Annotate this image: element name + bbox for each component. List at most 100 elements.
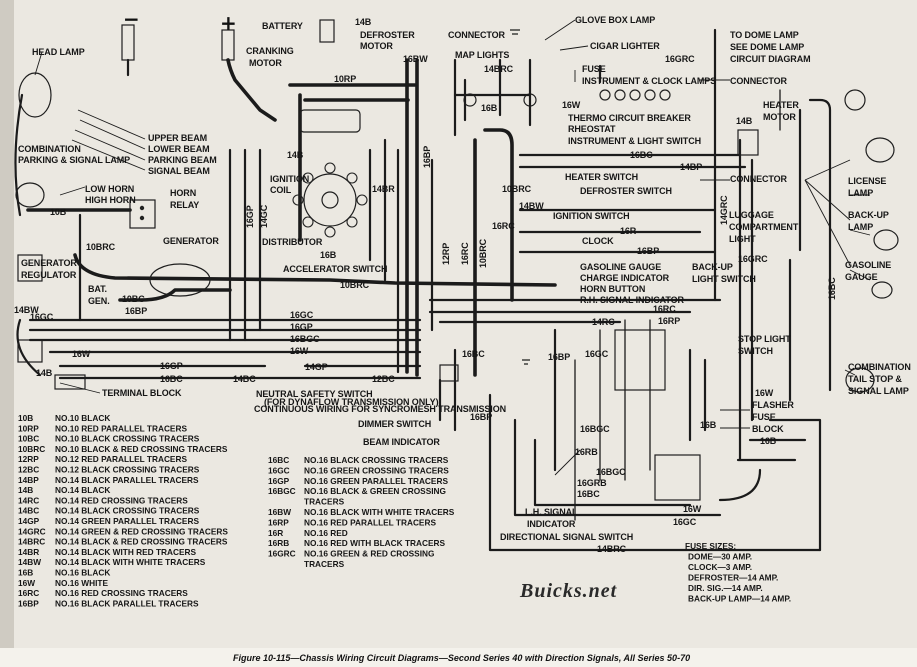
label-14bw-left: 14BW [14, 305, 39, 315]
label-horn-relay-1: HORN [170, 188, 196, 198]
legend-code: 14GP [18, 516, 40, 526]
label-14b-top: 14B [355, 17, 372, 27]
label-connector-right: CONNECTOR [730, 76, 788, 86]
label-ignition-switch: IGNITION SWITCH [553, 211, 630, 221]
label-battery: BATTERY [262, 21, 303, 31]
instrument-lamps [599, 89, 671, 101]
label-lh-signal-2: INDICATOR [527, 519, 576, 529]
legend-description: NO.10 RED PARALLEL TRACERS [55, 423, 187, 433]
label-10bc: 10BC [122, 294, 145, 304]
relay-terminal-2 [139, 215, 145, 221]
fuse-sizes-table: FUSE SIZES:DOME—30 AMP.CLOCK—3 AMP.DEFRO… [685, 541, 791, 604]
label-high-horn: HIGH HORN [85, 195, 136, 205]
label-generator-regulator-2: REGULATOR [21, 270, 77, 280]
label-16gp-vertical: 16GP [245, 205, 255, 228]
legend-description: NO.16 RED WITH BLACK TRACERS [304, 538, 446, 548]
label-flasher: FLASHER [752, 400, 794, 410]
legend-description: NO.14 BLACK PARALLEL TRACERS [55, 475, 199, 485]
label-heater-motor-2: MOTOR [763, 112, 796, 122]
legend-description: NO.16 BLACK CROSSING TRACERS [304, 455, 449, 465]
label-distributor: DISTRIBUTOR [262, 237, 323, 247]
label-fuse-right: FUSE [752, 412, 776, 422]
label-14b-heater: 14B [736, 116, 753, 126]
label-16w-top: 16W [562, 100, 581, 110]
label-14bp-mid: 14BP [680, 162, 702, 172]
legend-description: NO.16 RED [304, 528, 348, 538]
label-gasoline-gauge-connector: GASOLINE GAUGE [580, 262, 661, 272]
label-terminal-block: TERMINAL BLOCK [102, 388, 182, 398]
terminal-block [54, 374, 86, 390]
legend-description: NO.16 GREEN & RED CROSSING [304, 549, 434, 559]
label-low-horn: LOW HORN [85, 184, 134, 194]
label-cigar-lighter: CIGAR LIGHTER [590, 41, 660, 51]
legend-code: 10RP [18, 423, 39, 433]
label-10rp-top: 10RP [334, 74, 356, 84]
ground-symbol-2 [510, 29, 520, 35]
label-16bgc-horizontal: 16BGC [290, 334, 320, 344]
label-block: BLOCK [752, 424, 784, 434]
legend-description: NO.16 GREEN PARALLEL TRACERS [304, 476, 448, 486]
legend-code: 14GRC [18, 526, 46, 536]
label-16b-map: 16B [481, 103, 498, 113]
label-circuit-diagram: CIRCUIT DIAGRAM [730, 54, 811, 64]
legend-code: 14BP [18, 475, 39, 485]
legend-description: NO.16 WHITE [55, 578, 108, 588]
label-generator-regulator-1: GENERATOR [21, 258, 77, 268]
fuse-sizes-heading: FUSE SIZES: [685, 541, 736, 551]
legend-description: NO.14 BLACK WITH WHITE TRACERS [55, 557, 206, 567]
license-lamp-right [865, 137, 895, 163]
gasoline-gauge-unit [871, 281, 893, 299]
legend-code: 14RC [18, 495, 39, 505]
label-generator: GENERATOR [163, 236, 219, 246]
label-16bp-left: 16BP [125, 306, 147, 316]
label-connector-mid: CONNECTOR [730, 174, 788, 184]
label-directional-signal-switch: DIRECTIONAL SIGNAL SWITCH [500, 532, 633, 542]
legend-description: NO.12 BLACK CROSSING TRACERS [55, 465, 200, 475]
left-signal-lamp [17, 339, 43, 363]
legend-code: 14BC [18, 506, 39, 516]
label-14grc-vertical: 14GRC [719, 195, 729, 225]
legend-code: 16RC [18, 588, 39, 598]
label-stop-light-switch-2: SWITCH [738, 346, 773, 356]
label-combination-tail-3: SIGNAL LAMP [848, 386, 909, 396]
watermark: Buicks.net [519, 580, 618, 602]
legend-code: 16GC [268, 465, 290, 475]
label-16bc-right: 16BC [827, 277, 837, 300]
legend-code: 16BW [268, 507, 291, 517]
legend-description: NO.16 BLACK WITH WHITE TRACERS [304, 507, 455, 517]
label-16rb: 16RB [575, 447, 598, 457]
label-16rp-right: 16RP [658, 316, 680, 326]
label-16rc-vertical-2: 16RC [492, 221, 515, 231]
label-luggage-1: LUGGAGE [729, 210, 774, 220]
label-gasoline-gauge-2: GAUGE [845, 272, 878, 282]
label-16bw-top: 16BW [403, 54, 428, 64]
ground-symbol [522, 359, 530, 365]
combination-parking-lamp [15, 182, 45, 208]
label-heater-switch: HEATER SWITCH [565, 172, 638, 182]
label-10brc-left: 10BRC [86, 242, 116, 252]
legend-code: 16RP [268, 517, 289, 527]
legend-description: NO.14 BLACK WITH RED TRACERS [55, 547, 197, 557]
label-luggage-2: COMPARTMENT [729, 222, 799, 232]
label-combination-1: COMBINATION [18, 144, 81, 154]
label-16bc-mid: 16BC [630, 150, 653, 160]
label-14gc-vertical: 14GC [259, 204, 269, 228]
label-beam-indicator: BEAM INDICATOR [363, 437, 440, 447]
back-up-lamp-right [873, 229, 899, 251]
label-16grc-right: 16GRC [738, 254, 768, 264]
label-back-up-lamp-1: BACK-UP [848, 210, 889, 220]
label-16bc-low: 16BC [577, 489, 600, 499]
legend-description: NO.16 RED CROSSING TRACERS [55, 588, 188, 598]
legend-description: NO.14 GREEN & RED CROSSING TRACERS [55, 526, 228, 536]
label-16bgc-low2: 16BGC [596, 467, 626, 477]
label-16bgc-low: 16BGC [580, 424, 610, 434]
legend-code: 16BP [18, 598, 39, 608]
label-back-up-light-switch-1: BACK-UP [692, 262, 733, 272]
label-defroster-motor-1: DEFROSTER [360, 30, 415, 40]
label-rheostat: RHEOSTAT [568, 124, 616, 134]
label-16b-low: 16B [700, 420, 717, 430]
